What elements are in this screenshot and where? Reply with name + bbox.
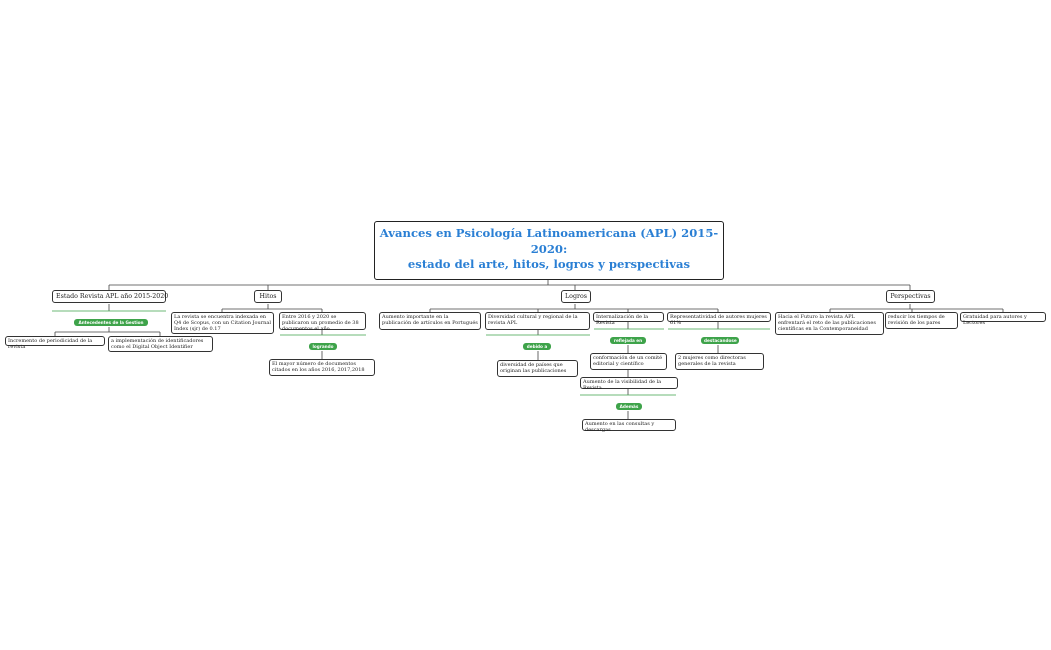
central-topic-line-1: Avances en Psicología Latinoamericana (A… (379, 226, 719, 240)
relation-tag-reflejada-en[interactable]: reflejada en (610, 337, 646, 344)
branch-perspectivas[interactable]: Perspectivas (886, 290, 935, 303)
relation-tag-antecedentes[interactable]: Antecedentes de la Gestion (74, 319, 148, 326)
logros-node-paises[interactable]: diversidad de países que originan las pu… (497, 360, 578, 377)
logros-node-directoras[interactable]: 2 mujeres como directoras generales de l… (675, 353, 764, 370)
perspectivas-node-futuro[interactable]: Hacia el Futuro la revista APL enfrentar… (775, 312, 884, 335)
relation-tag-debido-a[interactable]: debido a (523, 343, 551, 350)
relation-tag-logrando[interactable]: logrando (309, 343, 337, 350)
branch-hitos[interactable]: Hitos (254, 290, 282, 303)
perspectivas-node-gratuidad[interactable]: Gratuidad para autores y Lectores (960, 312, 1046, 326)
logros-node-representatividad[interactable]: Representatividad de autores mujeres 61% (667, 312, 771, 326)
logros-node-comite[interactable]: conformación de un comité editorial y ci… (590, 353, 667, 370)
hitos-node-promedio[interactable]: Entre 2016 y 2020 se publicaron un prome… (279, 312, 366, 332)
estado-node-identificadores[interactable]: a implementación de identificadores como… (108, 336, 213, 352)
relation-tag-ademas[interactable]: Ademàs (616, 403, 642, 410)
central-topic-line-2: 2020: (530, 241, 568, 256)
branch-logros[interactable]: Logros (561, 290, 591, 303)
hitos-node-citados[interactable]: El mayor número de documentos citados en… (269, 359, 375, 376)
logros-node-diversidad[interactable]: Diversidad cultural y regional de la rev… (485, 312, 590, 330)
hitos-node-scopus[interactable]: La revista se encuentra indexada en Q4 d… (171, 312, 274, 334)
branch-estado[interactable]: Estado Revista APL año 2015-2020 (52, 290, 168, 303)
central-topic[interactable]: Avances en Psicología Latinoamericana (A… (374, 221, 724, 280)
central-topic-line-3: estado del arte, hitos, logros y perspec… (407, 257, 691, 271)
logros-node-internalizacion[interactable]: Internalización de la Revista (593, 312, 664, 326)
estado-node-periodicidad[interactable]: Incremento de periodicidad de la revista (5, 336, 105, 350)
perspectivas-node-tiempos[interactable]: reducir los tiempos de revisión de los p… (885, 312, 958, 329)
logros-node-consultas[interactable]: Aumento en las consultas y descargas (582, 419, 676, 433)
logros-node-visibilidad[interactable]: Aumento de la visibilidad de la Revista (580, 377, 678, 391)
logros-node-portugues[interactable]: Aumento importante en la publicación de … (379, 312, 481, 330)
relation-tag-destacandose[interactable]: destacandose (701, 337, 739, 344)
